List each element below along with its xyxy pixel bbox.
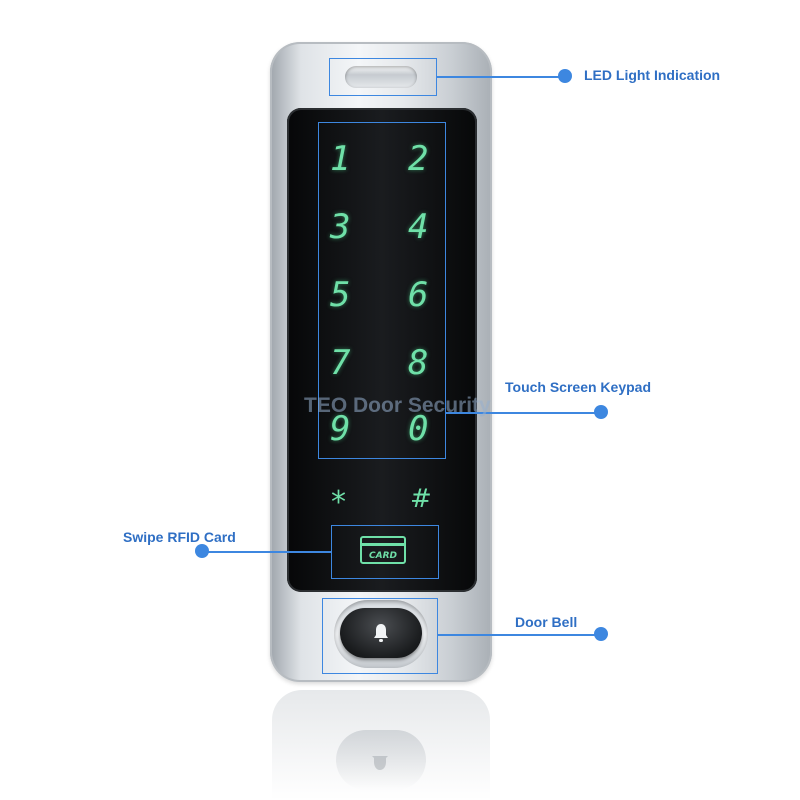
key-7[interactable]: 7 bbox=[330, 343, 351, 383]
bell-highlight-box bbox=[322, 598, 438, 674]
keypad-highlight-box bbox=[318, 122, 446, 459]
keypad-callout-dot bbox=[594, 405, 608, 419]
key-hash[interactable]: # bbox=[410, 484, 432, 514]
bell-callout-label: Door Bell bbox=[515, 614, 578, 630]
key-5[interactable]: 5 bbox=[330, 275, 351, 315]
led-callout-dot bbox=[558, 69, 572, 83]
bell-reflection bbox=[336, 730, 426, 790]
led-callout-line bbox=[437, 76, 565, 78]
key-6[interactable]: 6 bbox=[408, 275, 429, 315]
led-highlight-box bbox=[329, 58, 437, 96]
watermark: TEO Door Security bbox=[304, 394, 491, 417]
rfid-callout-line bbox=[202, 551, 331, 553]
key-star[interactable]: * bbox=[331, 485, 346, 520]
keypad-callout-label: Touch Screen Keypad bbox=[505, 379, 652, 395]
led-indicator bbox=[345, 66, 417, 88]
bell-icon bbox=[374, 624, 388, 642]
key-2[interactable]: 2 bbox=[408, 139, 429, 179]
key-3[interactable]: 3 bbox=[330, 207, 351, 247]
keypad-callout-line bbox=[446, 412, 600, 414]
rfid-callout-dot bbox=[195, 544, 209, 558]
key-9[interactable]: 9 bbox=[330, 409, 351, 449]
key-8[interactable]: 8 bbox=[408, 343, 429, 383]
key-0[interactable]: 0 bbox=[408, 409, 429, 449]
rfid-callout-label: Swipe RFID Card bbox=[123, 529, 236, 545]
led-callout-label: LED Light Indication bbox=[584, 67, 721, 83]
key-4[interactable]: 4 bbox=[408, 207, 429, 247]
card-stripe bbox=[362, 543, 404, 546]
card-icon-text: CARD bbox=[369, 551, 397, 561]
card-icon: CARD bbox=[360, 536, 406, 564]
rfid-highlight-box bbox=[331, 525, 439, 579]
bell-reflection-icon bbox=[372, 756, 388, 770]
bell-callout-line bbox=[438, 634, 600, 636]
bell-callout-dot bbox=[594, 627, 608, 641]
key-1[interactable]: 1 bbox=[330, 139, 351, 179]
